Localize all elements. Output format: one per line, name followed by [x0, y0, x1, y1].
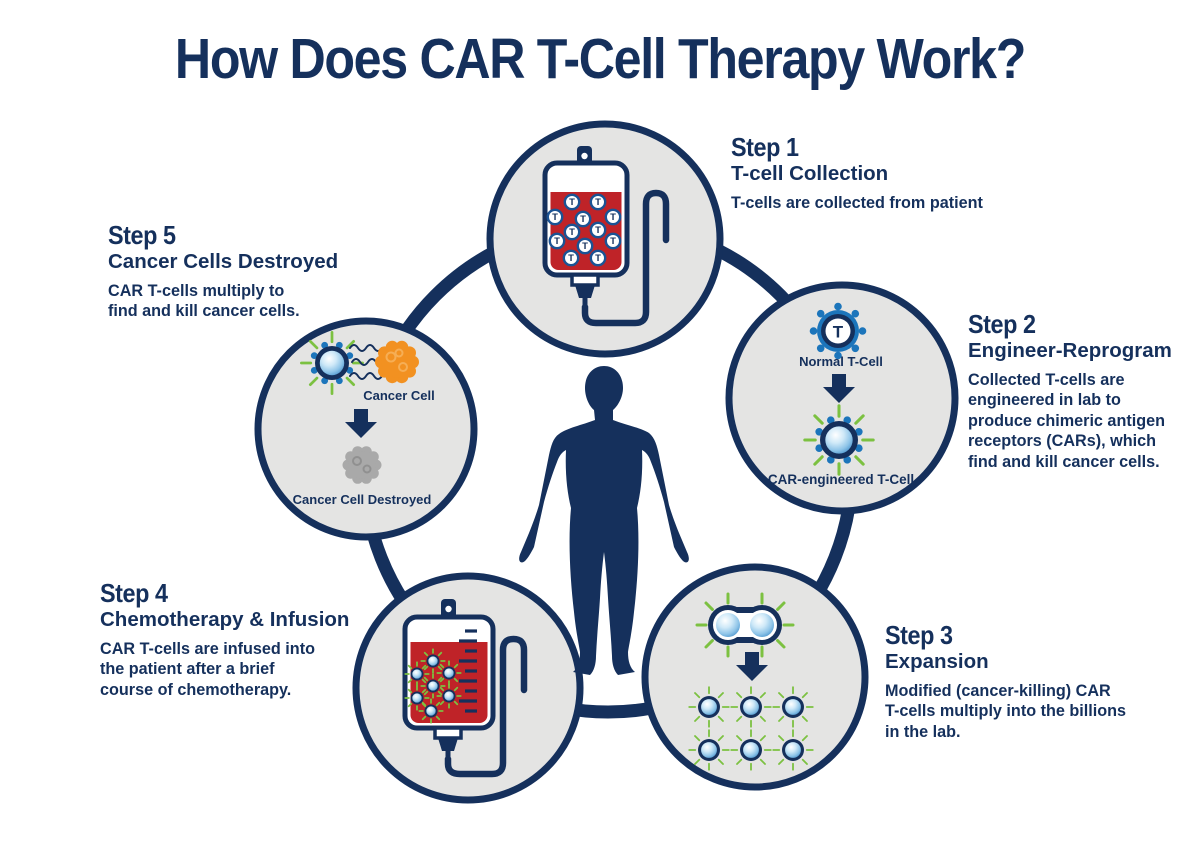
step2-text-block: Step 2 Engineer-Reprogram Collected T-ce…: [968, 311, 1193, 472]
tcell-letter: T: [833, 323, 844, 342]
attack-squiggle-lines: [349, 344, 383, 380]
step4-text-block: Step 4 Chemotherapy & Infusion CAR T-cel…: [100, 580, 400, 700]
step5-down-arrow-icon: [345, 409, 377, 438]
step5-heading: Cancer Cells Destroyed: [108, 250, 339, 273]
destroyed-cell-icon: [342, 446, 382, 484]
svg-text:T: T: [582, 241, 588, 252]
car-tcell-icon: [803, 404, 875, 476]
step2-down-arrow-icon: [823, 374, 855, 403]
step5-label: Step 5: [108, 220, 176, 250]
svg-text:T: T: [610, 212, 616, 223]
normal-tcell-icon: T: [809, 302, 867, 360]
step1-body: T-cells are collected from patient: [731, 193, 983, 212]
svg-text:T: T: [595, 253, 601, 264]
infographic-title: How Does CAR T-Cell Therapy Work?: [174, 27, 1026, 91]
svg-text:T: T: [569, 227, 575, 238]
step2-heading: Engineer-Reprogram: [968, 339, 1172, 362]
step5-body: CAR T-cells multiply to find and kill ca…: [108, 281, 300, 321]
step1-label: Step 1: [731, 132, 799, 162]
step4-heading: Chemotherapy & Infusion: [100, 608, 350, 631]
svg-text:T: T: [595, 225, 601, 236]
step5-text-block: Step 5 Cancer Cells Destroyed CAR T-cell…: [108, 222, 388, 322]
step4-label: Step 4: [100, 578, 168, 608]
car-tcell-grid: [688, 686, 814, 771]
iv-bag-infusion-icon: [402, 599, 528, 778]
iv-tube: [444, 635, 528, 778]
step3-text-block: Step 3 Expansion Modified (cancer-killin…: [885, 622, 1185, 742]
step3-heading: Expansion: [885, 650, 989, 673]
graduation-marks: [459, 629, 477, 713]
step2-body: Collected T-cells are engineered in lab …: [968, 370, 1165, 471]
iv-tube: [581, 189, 670, 327]
step3-label: Step 3: [885, 620, 953, 650]
svg-text:T: T: [610, 236, 616, 247]
step4-body: CAR T-cells are infused into the patient…: [100, 639, 315, 699]
step3-down-arrow-icon: [736, 652, 768, 681]
svg-text:T: T: [569, 197, 575, 208]
svg-text:T: T: [552, 212, 558, 223]
svg-text:T: T: [580, 214, 586, 225]
step1-heading: T-cell Collection: [731, 162, 889, 185]
cancer-cell-icon: [375, 340, 419, 384]
cancer-cell-destroyed-caption: Cancer Cell Destroyed: [292, 492, 432, 507]
dividing-cell-icon: [695, 592, 795, 658]
car-tcell-caption: CAR-engineered T-Cell: [767, 472, 915, 487]
cancer-cell-caption: Cancer Cell: [363, 388, 435, 403]
car-tcell-attacker-icon: [300, 331, 364, 395]
iv-bag-blood-icon: T T T T T T T T T T T T: [542, 146, 670, 327]
step1-text-block: Step 1 T-cell Collection T-cells are col…: [731, 134, 1031, 213]
step3-body: Modified (cancer-killing) CAR T-cells mu…: [885, 681, 1127, 741]
human-silhouette-icon: [519, 366, 689, 675]
tcell-dots: T T T T T T T T T T T T: [546, 193, 622, 267]
step2-label: Step 2: [968, 309, 1036, 339]
normal-tcell-caption: Normal T-Cell: [799, 354, 883, 369]
svg-text:T: T: [554, 236, 560, 247]
svg-text:T: T: [568, 253, 574, 264]
svg-text:T: T: [595, 197, 601, 208]
